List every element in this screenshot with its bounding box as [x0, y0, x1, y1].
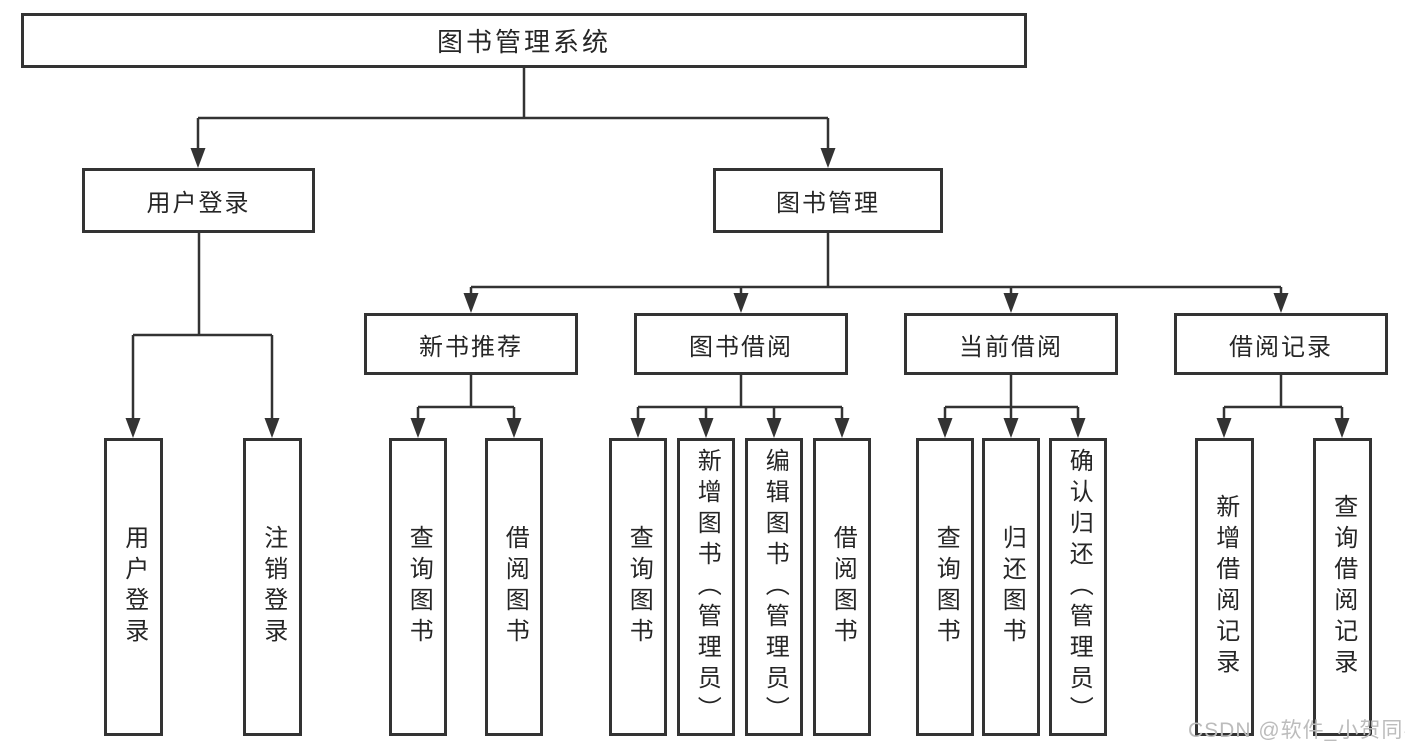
node-label: 图书管理系统 [436, 27, 611, 57]
leaf-logout: 注销登录 [243, 438, 302, 736]
leaf-recommend-query-books: 查询图书 [389, 438, 447, 736]
arrowheads-user-login-leaves [125, 418, 280, 438]
node-label: 借阅图书 [829, 525, 857, 649]
node-label: 新增借阅记录 [1211, 494, 1239, 680]
leaf-borrowing-add-books-admin: 新增图书（管理员） [677, 438, 735, 736]
node-label: 查询图书 [405, 525, 433, 649]
node-label: 新增图书（管理员） [693, 447, 721, 727]
arrowheads-book-borrowing-leaves [630, 418, 850, 438]
node-current-borrowing: 当前借阅 [904, 313, 1118, 375]
connector-root-to-level2 [196, 68, 830, 150]
connector-user-login-to-leaves [131, 233, 274, 420]
node-borrowing-records: 借阅记录 [1174, 313, 1388, 375]
arrowheads-current-borrowing-leaves [937, 418, 1086, 438]
node-library-management-system: 图书管理系统 [21, 13, 1027, 68]
node-label: 用户登录 [120, 525, 148, 649]
arrowheads-level3 [463, 293, 1289, 313]
csdn-watermark: CSDN @软件_小贺同学 [1188, 719, 1405, 742]
arrowheads-new-book-recommend-leaves [410, 418, 522, 438]
node-label: 当前借阅 [959, 333, 1063, 361]
node-label: 图书借阅 [689, 333, 793, 361]
node-label: 借阅记录 [1229, 333, 1333, 361]
node-label: 归还图书 [998, 525, 1026, 649]
leaf-borrowing-query-books: 查询图书 [609, 438, 667, 736]
node-label: 注销登录 [259, 525, 287, 649]
leaf-current-return-books: 归还图书 [982, 438, 1040, 736]
node-label: 查询图书 [932, 525, 960, 649]
node-label: 查询图书 [625, 525, 653, 649]
connector-book-management-to-level3 [469, 233, 1283, 295]
connector-book-borrowing-to-leaves [636, 375, 844, 420]
node-label: 确认归还（管理员） [1065, 447, 1093, 727]
node-user-login: 用户登录 [82, 168, 315, 233]
leaf-records-add-borrow-record: 新增借阅记录 [1195, 438, 1254, 736]
node-label: 查询借阅记录 [1329, 494, 1357, 680]
node-label: 新书推荐 [419, 333, 523, 361]
arrowheads-borrowing-records-leaves [1216, 418, 1350, 438]
leaf-current-query-books: 查询图书 [916, 438, 974, 736]
connector-borrowing-records-to-leaves [1222, 375, 1344, 420]
leaf-recommend-borrow-books: 借阅图书 [485, 438, 543, 736]
leaf-current-confirm-return-admin: 确认归还（管理员） [1049, 438, 1107, 736]
connector-current-borrowing-to-leaves [943, 375, 1080, 420]
arrowheads-level2 [190, 148, 836, 168]
connector-new-book-recommend-to-leaves [416, 375, 516, 420]
node-book-borrowing: 图书借阅 [634, 313, 848, 375]
leaf-borrowing-edit-books-admin: 编辑图书（管理员） [745, 438, 803, 736]
leaf-borrowing-borrow-books: 借阅图书 [813, 438, 871, 736]
node-label: 借阅图书 [501, 525, 529, 649]
leaf-user-login: 用户登录 [104, 438, 163, 736]
node-new-book-recommend: 新书推荐 [364, 313, 578, 375]
leaf-records-query-borrow-record: 查询借阅记录 [1313, 438, 1372, 736]
node-book-management: 图书管理 [713, 168, 943, 233]
node-label: 用户登录 [146, 190, 251, 217]
node-label: 图书管理 [776, 190, 880, 217]
node-label: 编辑图书（管理员） [761, 447, 789, 727]
